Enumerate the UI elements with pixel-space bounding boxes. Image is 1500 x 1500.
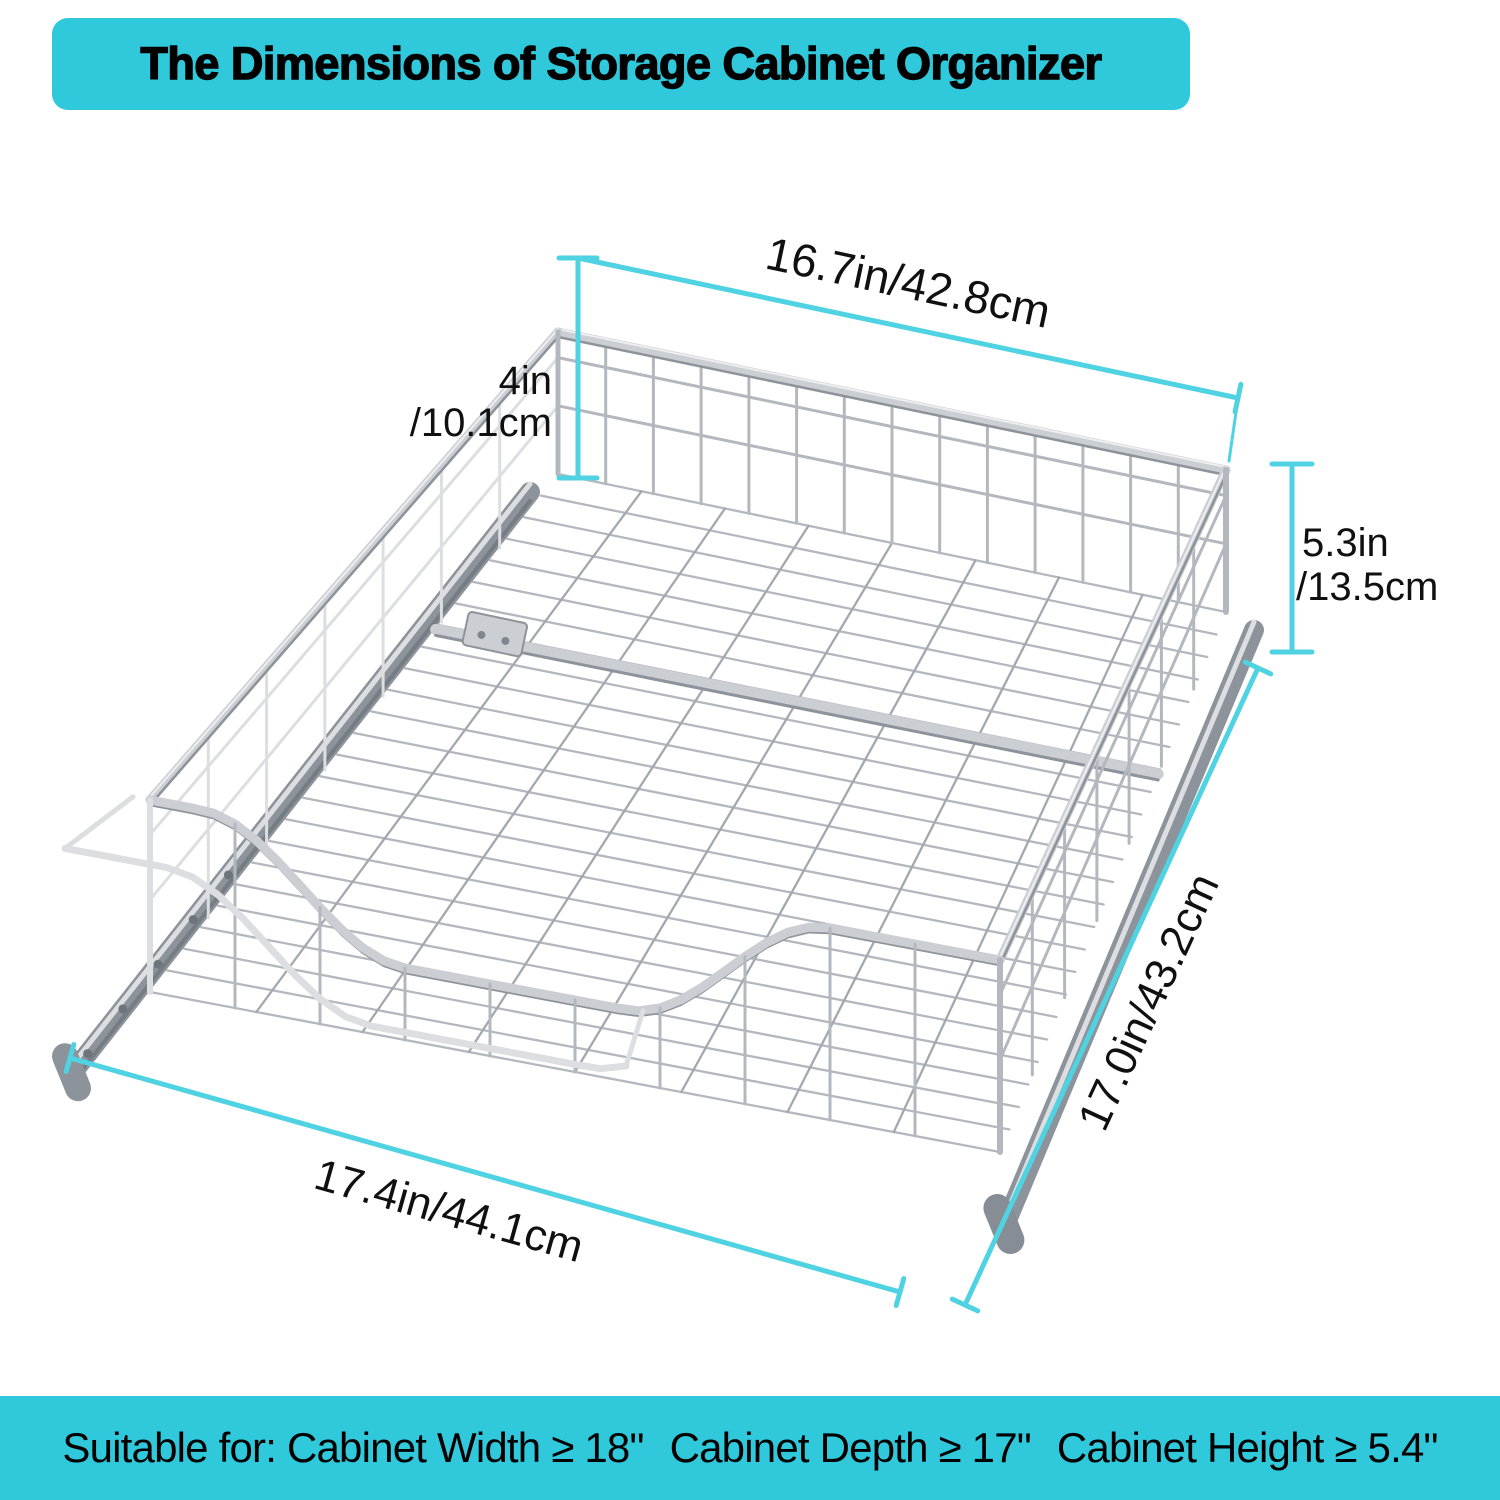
basket-wire (556, 404, 1228, 546)
suitability-height: Cabinet Height ≥ 5.4" (1056, 1424, 1439, 1471)
dimension-label-front-width: 17.4in/44.1cm (309, 1150, 588, 1272)
dimension-cap (893, 1276, 907, 1308)
title-banner: The Dimensions of Storage Cabinet Organi… (52, 18, 1190, 110)
plate-screw (477, 630, 486, 639)
basket-wire (361, 507, 727, 1034)
top-rim-highlight (149, 328, 559, 798)
right-rail-highlight (1002, 619, 1257, 1219)
rail-screw-hole (153, 959, 163, 969)
basket-wire (556, 356, 1228, 498)
wire-basket-illustration (52, 327, 1264, 1254)
pull-handle (61, 844, 630, 1073)
basket-wire (892, 593, 1144, 1134)
dimension-line-depth (962, 665, 1261, 1308)
dimension-front-width: 17.4in/44.1cm (63, 1042, 907, 1308)
top-rim-highlight (557, 328, 1227, 468)
dimension-label-rear-height-in: 4in (499, 359, 552, 403)
top-rim (553, 327, 1231, 475)
handle-joint (623, 1008, 646, 1069)
dimension-line-front-width (67, 1055, 903, 1295)
handle-joint (62, 794, 136, 851)
suitability-depth: Cabinet Depth ≥ 17" (669, 1424, 1032, 1471)
dimension-cap (949, 1296, 981, 1314)
basket-wire (998, 542, 1228, 1062)
support-bar (430, 623, 1164, 780)
dimension-cap (63, 1042, 77, 1074)
mounting-plate (461, 610, 528, 658)
dimension-label-basket-height-in: 5.3in (1302, 521, 1389, 565)
rail-screw-hole (118, 1004, 128, 1014)
basket-wire (148, 356, 560, 837)
basket-wire (998, 494, 1228, 997)
support-bar-shadow (434, 633, 1160, 782)
rail-screw-hole (188, 915, 198, 925)
dimension-label-rear-height-cm: /10.1cm (410, 401, 552, 445)
top-rim-shadow (556, 335, 1228, 477)
dimension-basket-height: 5.3in /13.5cm (1269, 461, 1438, 655)
dimension-label-top-width: 16.7in/42.8cm (762, 227, 1055, 338)
dimension-cap (1242, 659, 1274, 677)
dimension-annotations: 16.7in/42.8cm 4in /10.1cm 5.3in /13.5cm (63, 227, 1438, 1314)
rail-screw-hole (223, 870, 233, 880)
dimension-label-basket-height-cm: /13.5cm (1296, 565, 1438, 609)
dimension-extension (1227, 396, 1240, 463)
basket-wire (467, 524, 810, 1054)
basket-wire (573, 541, 894, 1074)
top-rim-shadow (998, 473, 1228, 967)
dimension-rear-height: 4in /10.1cm (410, 255, 600, 481)
dimension-line-top-width (575, 255, 1241, 401)
basket-wire (680, 559, 977, 1094)
top-rim (145, 327, 563, 805)
page-title: The Dimensions of Storage Cabinet Organi… (140, 37, 1103, 89)
dimension-top-width: 16.7in/42.8cm (575, 227, 1244, 463)
suitability-width: Suitable for: Cabinet Width ≥ 18" (62, 1424, 644, 1471)
basket-wire (786, 576, 1061, 1114)
top-rim (995, 465, 1231, 965)
suitability-banner: Suitable for: Cabinet Width ≥ 18" Cabine… (0, 1396, 1500, 1500)
front-rim-scoop (145, 795, 1005, 1016)
top-rim-highlight (999, 466, 1227, 958)
top-rim-shadow (148, 335, 560, 807)
left-rail-shadow (71, 499, 532, 1084)
rail-screw-hole (83, 1049, 93, 1059)
plate-screw (501, 636, 510, 645)
